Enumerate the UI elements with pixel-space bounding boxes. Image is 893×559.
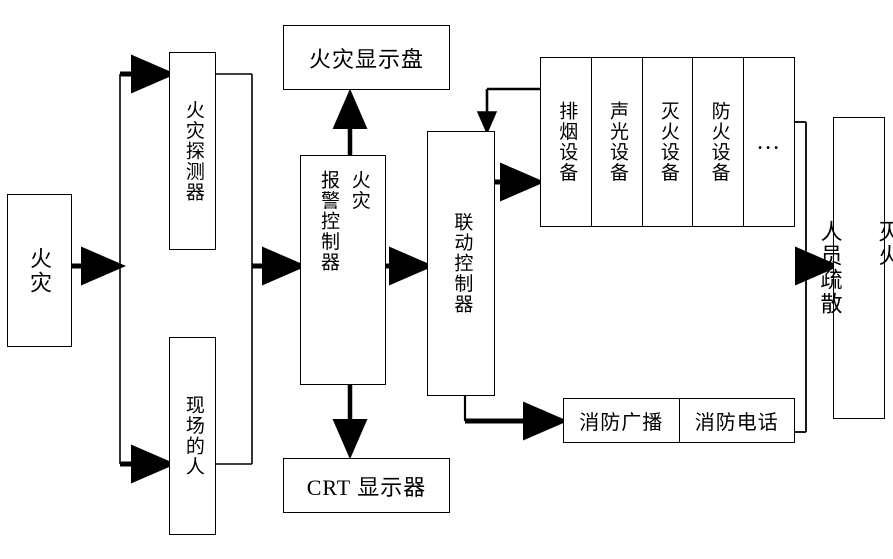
node-evacuation-label: 灭火 人员疏散 [817,220,893,316]
device-cell-fireproof[interactable]: 防火设备 [693,58,745,226]
node-fire-detector[interactable]: 火灾探测器 [169,52,216,250]
device-cell-exhaust[interactable]: 排烟设备 [541,58,592,226]
device-label-more: … [756,128,783,155]
node-crt-monitor-label: CRT 显示器 [306,474,427,500]
alarm-controller-col-1: 火灾 [348,170,370,211]
node-fire-alarm-controller[interactable]: 火灾 报警控制器 [300,155,386,385]
node-evacuation[interactable]: 灭火 人员疏散 [817,117,893,419]
comms-cell-broadcast[interactable]: 消防广播 [564,399,680,442]
comms-label-broadcast: 消防广播 [579,412,664,434]
device-label-extinguishing: 灭火设备 [657,101,679,183]
alarm-controller-col-2: 报警控制器 [318,170,339,273]
comms-row: 消防广播 消防电话 [563,398,795,443]
node-fire-detector-label: 火灾探测器 [182,99,204,203]
comms-cell-telephone[interactable]: 消防电话 [680,399,795,442]
node-fire-display-panel[interactable]: 火灾显示盘 [283,25,450,90]
node-on-site-person[interactable]: 现场的人 [169,337,216,535]
node-fire-label: 火灾 [27,246,53,295]
node-crt-monitor[interactable]: CRT 显示器 [283,458,450,513]
devices-row: 排烟设备 声光设备 灭火设备 防火设备 … [540,57,795,227]
node-linkage-controller[interactable]: 联动控制器 [427,131,495,396]
device-cell-extinguishing[interactable]: 灭火设备 [643,58,694,226]
alarm-controller-columns: 火灾 报警控制器 [301,156,385,384]
node-fire[interactable]: 火灾 [7,194,72,347]
node-linkage-controller-label: 联动控制器 [451,212,473,315]
device-cell-audible-visual[interactable]: 声光设备 [592,58,643,226]
node-fire-display-panel-label: 火灾显示盘 [308,46,424,72]
node-on-site-person-label: 现场的人 [182,395,204,477]
device-label-fireproof: 防火设备 [708,101,730,183]
device-cell-more[interactable]: … [744,58,794,226]
device-label-audible-visual: 声光设备 [607,101,629,183]
device-label-exhaust: 排烟设备 [556,101,578,183]
comms-label-telephone: 消防电话 [694,412,779,434]
